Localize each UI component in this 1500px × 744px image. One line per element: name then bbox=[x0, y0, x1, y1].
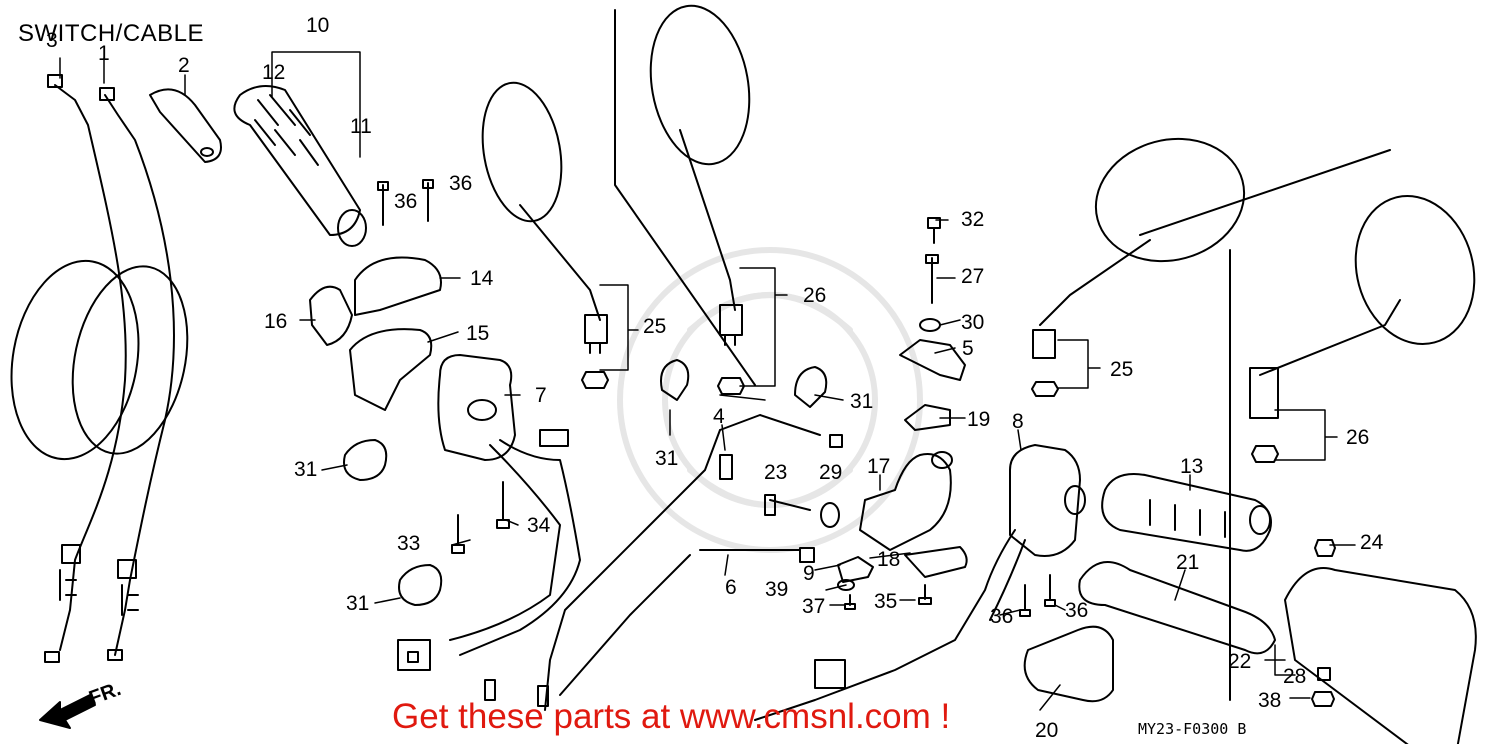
throttle-grip bbox=[233, 85, 367, 247]
callout-31d: 31 bbox=[850, 390, 873, 413]
callout-10: 10 bbox=[306, 14, 329, 37]
callout-24: 24 bbox=[1360, 531, 1384, 554]
speedo-cable bbox=[559, 549, 801, 696]
diagram-code: MY23-F0300 B bbox=[1138, 720, 1246, 738]
front-arrow bbox=[39, 694, 96, 729]
callout-26b: 26 bbox=[1346, 426, 1369, 449]
callout-31b: 31 bbox=[346, 592, 369, 615]
callout-11: 11 bbox=[350, 115, 372, 138]
callout-7: 7 bbox=[535, 384, 547, 407]
callout-8: 8 bbox=[1012, 410, 1024, 433]
callout-31a: 31 bbox=[294, 458, 317, 481]
callout-28: 28 bbox=[1283, 665, 1306, 688]
callout-37: 37 bbox=[802, 595, 825, 618]
lever-bracket bbox=[859, 453, 952, 551]
callout-25b: 25 bbox=[1110, 358, 1133, 381]
callout-36d: 36 bbox=[1065, 599, 1088, 622]
callout-26: 26 bbox=[803, 284, 826, 307]
throttle-cables bbox=[10, 74, 189, 663]
callout-30: 30 bbox=[961, 311, 984, 334]
diagram-title: SWITCH/CABLE bbox=[18, 20, 205, 47]
callout-22: 22 bbox=[1228, 650, 1251, 673]
left-mirror-1 bbox=[481, 81, 563, 223]
housing-cover bbox=[309, 285, 353, 346]
diagram-code-text: MY23-F0300 bbox=[1138, 720, 1229, 738]
callout-38: 38 bbox=[1258, 689, 1281, 712]
right-switch bbox=[1009, 444, 1081, 557]
callout-36c: 36 bbox=[990, 605, 1013, 628]
switch-housing-upper bbox=[354, 256, 442, 316]
callout-numbers: 1 2 3 4 5 6 7 8 9 10 11 12 13 14 15 16 1… bbox=[46, 14, 1384, 742]
callout-39: 39 bbox=[765, 578, 788, 601]
callout-32: 32 bbox=[961, 208, 984, 231]
right-mirror-2 bbox=[1354, 195, 1476, 345]
direction-label: FR. bbox=[86, 678, 124, 710]
left-switch bbox=[437, 354, 516, 461]
callout-6: 6 bbox=[725, 576, 737, 599]
callout-16: 16 bbox=[264, 310, 287, 333]
callout-3: 3 bbox=[46, 29, 58, 52]
callout-36b: 36 bbox=[449, 172, 472, 195]
callout-25: 25 bbox=[643, 315, 666, 338]
callout-34: 34 bbox=[527, 514, 551, 537]
right-mirror-1 bbox=[1094, 137, 1246, 263]
callout-29: 29 bbox=[819, 461, 842, 484]
diagram-suffix: B bbox=[1237, 720, 1247, 738]
callout-4: 4 bbox=[713, 405, 725, 428]
callout-12: 12 bbox=[262, 61, 285, 84]
callout-15: 15 bbox=[466, 322, 489, 345]
callout-21: 21 bbox=[1176, 551, 1199, 574]
cable-boot bbox=[149, 88, 222, 163]
clutch-cable bbox=[544, 429, 721, 711]
callout-35: 35 bbox=[874, 590, 897, 613]
brake-lever bbox=[1078, 561, 1276, 655]
callout-31c: 31 bbox=[655, 447, 678, 470]
callout-14: 14 bbox=[470, 267, 494, 290]
callout-23: 23 bbox=[764, 461, 787, 484]
callout-1: 1 bbox=[98, 42, 110, 65]
switch-housing-lower bbox=[349, 328, 433, 411]
callout-20: 20 bbox=[1035, 719, 1058, 742]
callout-19: 19 bbox=[967, 408, 990, 431]
callout-18: 18 bbox=[877, 548, 900, 571]
promo-banner[interactable]: Get these parts at www.cmsnl.com ! bbox=[392, 697, 951, 736]
callout-2: 2 bbox=[178, 54, 190, 77]
left-mirror-2 bbox=[649, 4, 751, 166]
callout-5: 5 bbox=[962, 337, 974, 360]
right-grip bbox=[1101, 473, 1272, 552]
watermark bbox=[617, 247, 923, 553]
callout-36a: 36 bbox=[394, 190, 417, 213]
hand-guard bbox=[1284, 567, 1477, 744]
callout-27: 27 bbox=[961, 265, 984, 288]
leader-lines bbox=[59, 51, 1356, 711]
callout-13: 13 bbox=[1180, 455, 1203, 478]
callout-33: 33 bbox=[397, 532, 420, 555]
callout-9: 9 bbox=[803, 562, 815, 585]
callout-17: 17 bbox=[867, 455, 890, 478]
